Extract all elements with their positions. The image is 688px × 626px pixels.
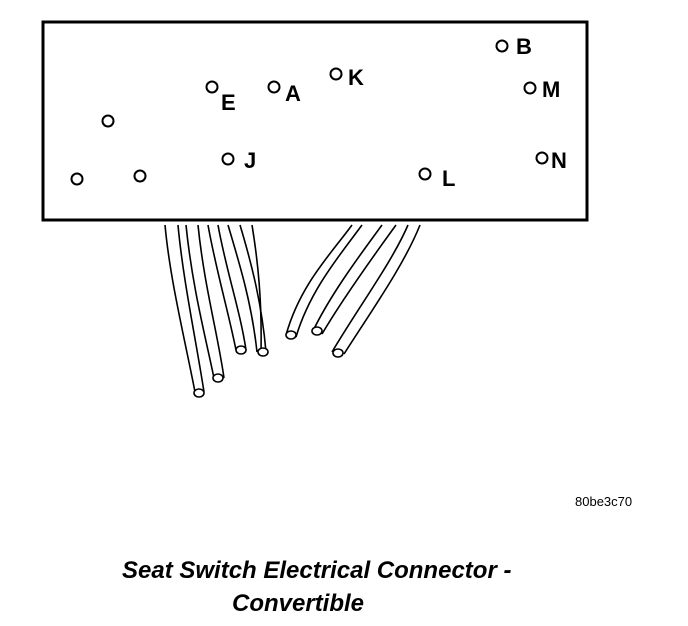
pin-a-hole — [267, 80, 281, 94]
figure-title-line-1: Seat Switch Electrical Connector - — [122, 557, 512, 584]
pin-label-j: J — [244, 148, 256, 173]
pin-unlabeled-2-hole — [70, 172, 84, 186]
pin-label-m: M — [542, 77, 560, 102]
wire-bundle-right — [285, 224, 421, 355]
pin-j-hole — [221, 152, 235, 166]
figure-title-line-2: Convertible — [232, 590, 365, 617]
figure-reference-code: 80be3c70 — [575, 494, 633, 509]
connector-housing — [41, 20, 589, 222]
pin-k-hole — [329, 67, 343, 81]
pin-label-b: B — [516, 34, 532, 59]
pin-m-hole — [523, 81, 537, 95]
pin-unlabeled-1-hole — [101, 114, 115, 128]
pin-n-hole — [535, 151, 549, 165]
pin-label-e: E — [221, 90, 236, 115]
wire-ends-left — [193, 345, 269, 398]
pin-e-hole — [205, 80, 219, 94]
pin-label-a: A — [285, 81, 301, 106]
pin-label-l: L — [442, 166, 455, 191]
pin-b-hole — [495, 39, 509, 53]
pin-l-hole — [418, 167, 432, 181]
connector-pins — [70, 39, 549, 186]
pin-label-k: K — [348, 65, 364, 90]
wire-bundle-left — [164, 224, 267, 393]
pin-label-n: N — [551, 148, 567, 173]
wire-ends-right — [285, 326, 344, 358]
pin-unlabeled-3-hole — [133, 169, 147, 183]
